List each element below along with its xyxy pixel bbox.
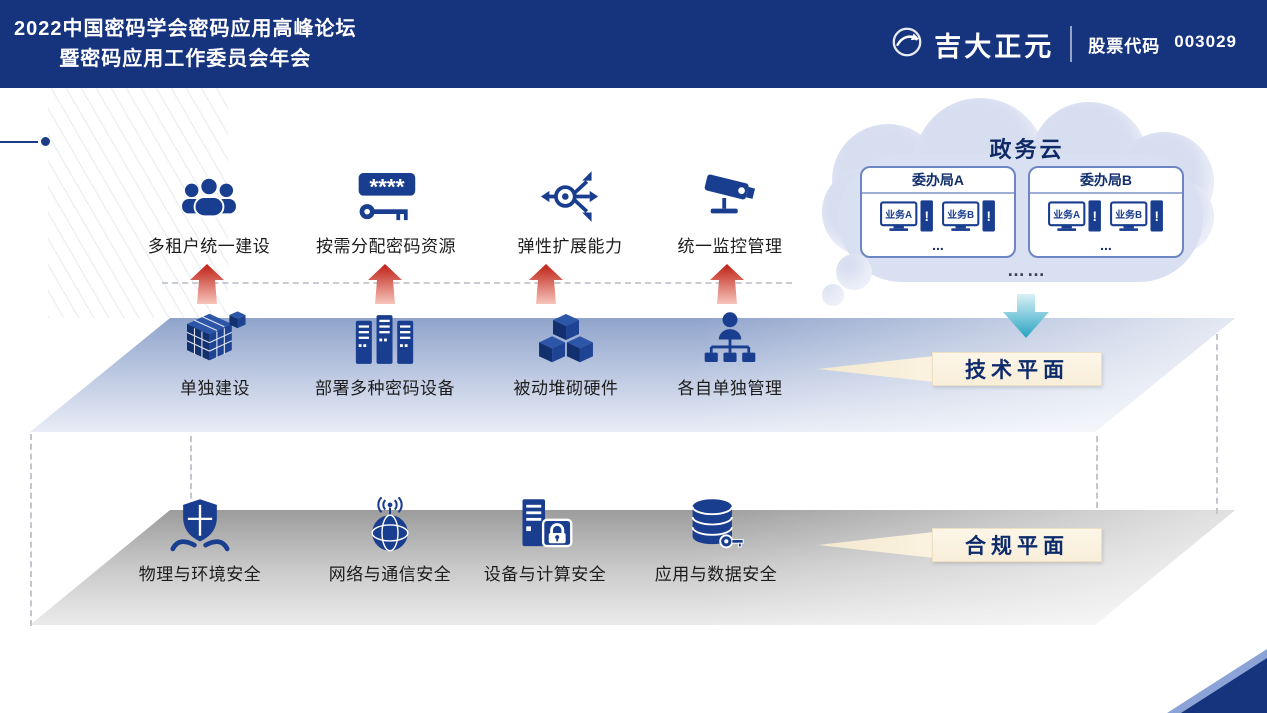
compliance-item-label: 设备与计算安全 bbox=[483, 565, 607, 584]
service-computer-icon: 业务A ! bbox=[880, 200, 933, 232]
svg-text:****: **** bbox=[369, 175, 404, 200]
blocks-icon bbox=[537, 308, 595, 366]
stock-info: 股票代码 003029 bbox=[1088, 32, 1237, 57]
cloud-ellipsis: …… bbox=[1007, 260, 1047, 280]
upgrade-arrow-icon bbox=[529, 264, 563, 304]
goal-item-multi-tenant: 多租户统一建设 bbox=[114, 166, 304, 257]
cloud-tail-puff bbox=[822, 284, 844, 306]
header-bar: 2022中国密码学会密码应用高峰论坛 暨密码应用工作委员会年会 吉大正元 股票代… bbox=[0, 0, 1267, 88]
upgrade-arrow-icon bbox=[368, 264, 402, 304]
cloud-tail-puff bbox=[836, 254, 872, 290]
elastic-expand-icon bbox=[540, 166, 600, 224]
brand-logo-icon bbox=[890, 25, 924, 64]
bureau-services: 业务A ! 业务B ! bbox=[879, 198, 997, 240]
conference-title: 2022中国密码学会密码应用高峰论坛 暨密码应用工作委员会年会 bbox=[14, 14, 357, 74]
svg-text:!: ! bbox=[1154, 209, 1159, 224]
upgrade-arrow-icon bbox=[190, 264, 224, 304]
bureau-more-dots: ... bbox=[932, 237, 944, 253]
service-computer-icon: 业务B ! bbox=[942, 200, 995, 232]
server-lock-icon bbox=[515, 494, 575, 552]
wireframe-edge-left-back bbox=[190, 436, 192, 508]
bureau-box-a: 委办局A 业务A ! 业务B ! ... bbox=[860, 166, 1016, 258]
goal-label: 按需分配密码资源 bbox=[316, 237, 456, 256]
compliance-plane-label: 合规平面 bbox=[932, 528, 1102, 562]
cube-icon bbox=[183, 308, 247, 366]
bureau-name: 委办局B bbox=[1030, 168, 1182, 194]
brand-block: 吉大正元 股票代码 003029 bbox=[890, 25, 1237, 64]
tech-item-label: 各自单独管理 bbox=[677, 379, 783, 398]
government-cloud: 政务云 委办局A 业务A ! 业务B ! bbox=[822, 96, 1222, 311]
accent-dot-decoration bbox=[41, 137, 50, 146]
compliance-item-data-security: 应用与数据安全 bbox=[621, 494, 811, 585]
servers-icon bbox=[354, 308, 416, 366]
database-key-icon bbox=[687, 494, 745, 552]
stock-code: 003029 bbox=[1174, 31, 1237, 51]
svg-text:业务B: 业务B bbox=[947, 208, 974, 221]
bureau-box-b: 委办局B 业务A ! 业务B ! ... bbox=[1028, 166, 1184, 258]
shield-hands-icon bbox=[170, 494, 230, 552]
cloud-title: 政务云 bbox=[989, 137, 1065, 162]
header-divider bbox=[1070, 26, 1073, 62]
cloud-to-plane-arrow-icon bbox=[1003, 294, 1049, 338]
wireframe-edge-right-back bbox=[1216, 334, 1218, 514]
dashed-separator-line bbox=[162, 282, 792, 284]
password-key-icon: **** bbox=[353, 166, 419, 224]
tech-plane-label: 技术平面 bbox=[932, 352, 1102, 386]
globe-signal-icon bbox=[360, 494, 420, 552]
svg-text:业务B: 业务B bbox=[1115, 208, 1142, 221]
brand-name: 吉大正元 bbox=[934, 31, 1055, 62]
compliance-item-network-security: 网络与通信安全 bbox=[295, 494, 485, 585]
tech-item-stacked-hardware: 被动堆砌硬件 bbox=[471, 308, 661, 399]
tech-item-label: 单独建设 bbox=[180, 379, 250, 398]
goal-item-elastic-expansion: 弹性扩展能力 bbox=[475, 166, 665, 257]
tech-item-multiple-devices: 部署多种密码设备 bbox=[290, 308, 480, 399]
stock-label: 股票代码 bbox=[1088, 36, 1161, 56]
tech-item-label: 部署多种密码设备 bbox=[315, 379, 455, 398]
compliance-item-label: 应用与数据安全 bbox=[654, 565, 778, 584]
accent-line-decoration bbox=[0, 141, 38, 143]
service-computer-icon: 业务A ! bbox=[1048, 200, 1101, 232]
tech-item-separate-management: 各自单独管理 bbox=[635, 308, 825, 399]
svg-text:!: ! bbox=[924, 209, 929, 224]
wireframe-edge-left-front bbox=[30, 434, 32, 626]
bureau-services: 业务A ! 业务B ! bbox=[1047, 198, 1165, 240]
goal-label: 统一监控管理 bbox=[677, 237, 783, 256]
cctv-icon bbox=[699, 166, 761, 224]
compliance-item-label: 物理与环境安全 bbox=[138, 565, 262, 584]
goal-item-on-demand-crypto: **** 按需分配密码资源 bbox=[291, 166, 481, 257]
bureau-name: 委办局A bbox=[862, 168, 1014, 194]
wireframe-edge-right-front bbox=[1096, 436, 1098, 508]
tech-item-standalone-build: 单独建设 bbox=[120, 308, 310, 399]
compliance-item-physical-security: 物理与环境安全 bbox=[105, 494, 295, 585]
bureau-more-dots: ... bbox=[1100, 237, 1112, 253]
tech-item-label: 被动堆砌硬件 bbox=[513, 379, 619, 398]
conference-title-line1: 2022中国密码学会密码应用高峰论坛 bbox=[14, 18, 357, 40]
goal-label: 弹性扩展能力 bbox=[517, 237, 623, 256]
svg-text:业务A: 业务A bbox=[885, 208, 912, 221]
upgrade-arrow-icon bbox=[710, 264, 744, 304]
conference-title-line2: 暨密码应用工作委员会年会 bbox=[59, 48, 312, 70]
goal-label: 多租户统一建设 bbox=[147, 237, 271, 256]
compliance-item-device-security: 设备与计算安全 bbox=[450, 494, 640, 585]
svg-text:业务A: 业务A bbox=[1053, 208, 1080, 221]
compliance-item-label: 网络与通信安全 bbox=[328, 565, 452, 584]
users-icon bbox=[178, 166, 240, 224]
svg-text:!: ! bbox=[1092, 209, 1097, 224]
admin-tree-icon bbox=[700, 308, 760, 366]
goal-item-unified-monitoring: 统一监控管理 bbox=[635, 166, 825, 257]
service-computer-icon: 业务B ! bbox=[1110, 200, 1163, 232]
svg-text:!: ! bbox=[986, 209, 991, 224]
